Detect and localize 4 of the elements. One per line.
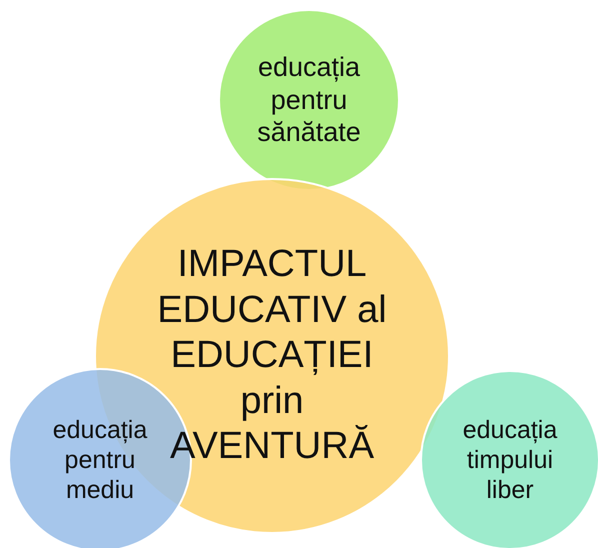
circle-label: educația pentru sănătate — [256, 51, 362, 149]
circle-label: educația timpului liber — [462, 415, 558, 505]
circle-label: IMPACTUL EDUCATIV al EDUCAȚIEI prin AVENTURĂ — [156, 242, 388, 470]
circle-label: educația pentru mediu — [52, 415, 148, 505]
